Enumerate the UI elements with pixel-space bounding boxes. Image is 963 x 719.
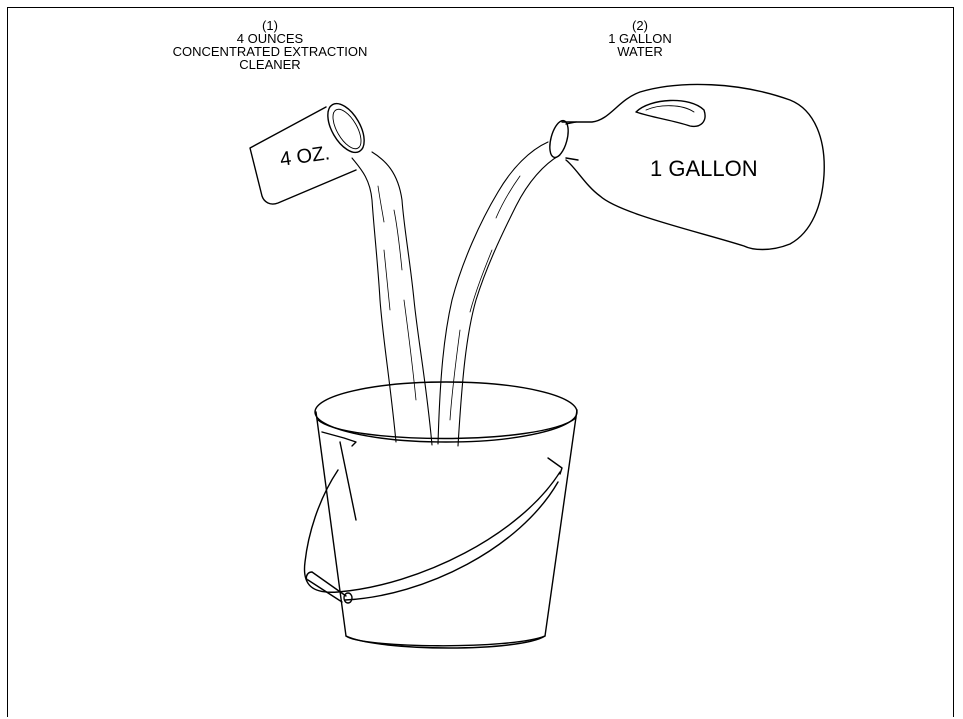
pouring-stream-icon-water xyxy=(438,142,560,446)
gallon-jug-handle xyxy=(636,100,705,126)
bucket-handle-front xyxy=(345,482,558,600)
jug-label: 1 GALLON xyxy=(650,156,758,181)
gallon-jug-handle-detail xyxy=(646,106,694,112)
measuring-cup-mouth-inner xyxy=(327,105,366,153)
bucket-side-line xyxy=(340,442,356,520)
bucket-rim xyxy=(315,382,577,442)
bucket-handle-grip-end xyxy=(344,593,352,603)
cup-label: 4 OZ. xyxy=(279,142,332,171)
pouring-stream-icon xyxy=(352,152,432,445)
bucket-rim-inner xyxy=(318,418,576,439)
stream-texture-left xyxy=(378,186,416,400)
gallon-jug-spout xyxy=(546,119,571,160)
bucket-inner-ear xyxy=(322,432,356,446)
bucket-handle-back xyxy=(304,470,560,592)
bucket-icon xyxy=(316,410,577,646)
